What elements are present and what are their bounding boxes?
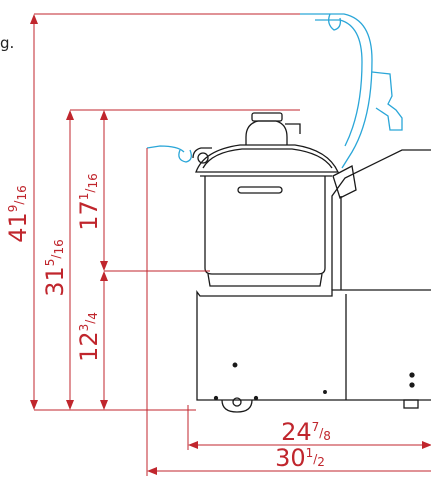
lid-open-knob bbox=[371, 71, 403, 131]
label-total-height-whole: 41 bbox=[4, 212, 32, 243]
dimension-arrowheads bbox=[30, 14, 431, 475]
svg-text:123/4: 123/4 bbox=[75, 312, 103, 362]
rear-tower bbox=[331, 149, 431, 290]
front-wheel-hub bbox=[232, 397, 242, 407]
label-base-height-den: 4 bbox=[86, 312, 100, 320]
label-body-depth-den: 8 bbox=[323, 429, 331, 443]
base-screw-right bbox=[409, 372, 415, 378]
svg-text:171/16: 171/16 bbox=[75, 173, 103, 231]
label-total-height-den: 16 bbox=[15, 185, 29, 200]
lid-knob bbox=[245, 120, 288, 145]
label-total-height-num: 9 bbox=[6, 205, 20, 213]
arrow-total-bottom bbox=[30, 400, 38, 410]
lid-open-lip-left bbox=[146, 145, 185, 153]
arrow-base-top bbox=[100, 271, 108, 281]
label-base-height-whole: 12 bbox=[75, 331, 103, 362]
svg-text:419/16: 419/16 bbox=[4, 185, 32, 243]
arrow-body-right bbox=[422, 441, 431, 449]
lid-open-position bbox=[146, 13, 403, 169]
label-total-depth-den: 2 bbox=[317, 455, 325, 469]
label-lid-closed-height-den: 16 bbox=[52, 239, 66, 254]
machine-outline bbox=[192, 112, 431, 413]
label-total-depth-whole: 30 bbox=[275, 444, 306, 472]
lid-closed bbox=[195, 144, 340, 173]
arrow-base-bottom bbox=[100, 400, 108, 410]
lid-open-arc-inner bbox=[315, 19, 363, 147]
front-wheel bbox=[221, 399, 253, 413]
label-total-height: 419/16 bbox=[4, 185, 32, 243]
label-lid-closed-height-num: 5 bbox=[43, 259, 57, 267]
label-bowl-height-whole: 17 bbox=[75, 200, 103, 231]
arrow-depth-left bbox=[147, 467, 157, 475]
svg-text:315/16: 315/16 bbox=[41, 239, 69, 297]
rear-foot bbox=[403, 399, 419, 409]
arrow-lid-top bbox=[66, 110, 74, 120]
bowl-foot bbox=[207, 273, 323, 287]
arrow-lid-bottom bbox=[66, 400, 74, 410]
bowl bbox=[204, 176, 326, 275]
arm-pivot bbox=[332, 165, 357, 199]
label-lid-closed-height: 315/16 bbox=[41, 239, 69, 297]
label-base-height-num: 3 bbox=[77, 324, 91, 332]
arrow-body-left bbox=[188, 441, 198, 449]
label-bowl-height-den: 16 bbox=[86, 173, 100, 188]
bowl-handle-slot bbox=[237, 186, 283, 194]
label-total-depth-num: 1 bbox=[306, 446, 314, 460]
wheel-bolt-right bbox=[253, 395, 259, 401]
label-body-depth: 247/8 bbox=[281, 418, 331, 446]
label-bowl-height-num: 1 bbox=[77, 193, 91, 201]
label-body-depth-num: 7 bbox=[312, 420, 320, 434]
cropped-caption-fragment: g. bbox=[0, 34, 15, 52]
lid-knob-cap bbox=[251, 112, 283, 122]
label-bowl-height: 171/16 bbox=[75, 173, 103, 231]
label-body-depth-whole: 24 bbox=[281, 418, 312, 446]
label-total-depth: 301/2 bbox=[275, 444, 325, 472]
arrow-bowl-top bbox=[100, 110, 108, 120]
motor-base bbox=[196, 289, 431, 401]
base-screw-left bbox=[232, 362, 238, 368]
lid-hinge-bracket bbox=[192, 147, 212, 159]
arrow-bowl-bottom bbox=[100, 261, 108, 271]
lid-open-lip-loop bbox=[178, 149, 192, 163]
arrow-total-top bbox=[30, 14, 38, 24]
lid-open-hook bbox=[328, 13, 342, 31]
lid-hinge bbox=[197, 152, 209, 164]
lid-open-arc-outer bbox=[300, 13, 373, 169]
lid-inner-ring bbox=[202, 148, 333, 169]
base-indicator bbox=[323, 390, 327, 394]
label-base-height: 123/4 bbox=[75, 312, 103, 362]
lid-latch bbox=[285, 123, 301, 134]
label-lid-closed-height-whole: 31 bbox=[41, 266, 69, 297]
wheel-bolt-left bbox=[213, 395, 219, 401]
dimension-lines bbox=[33, 13, 431, 476]
base-screw-right-lower bbox=[409, 382, 415, 388]
